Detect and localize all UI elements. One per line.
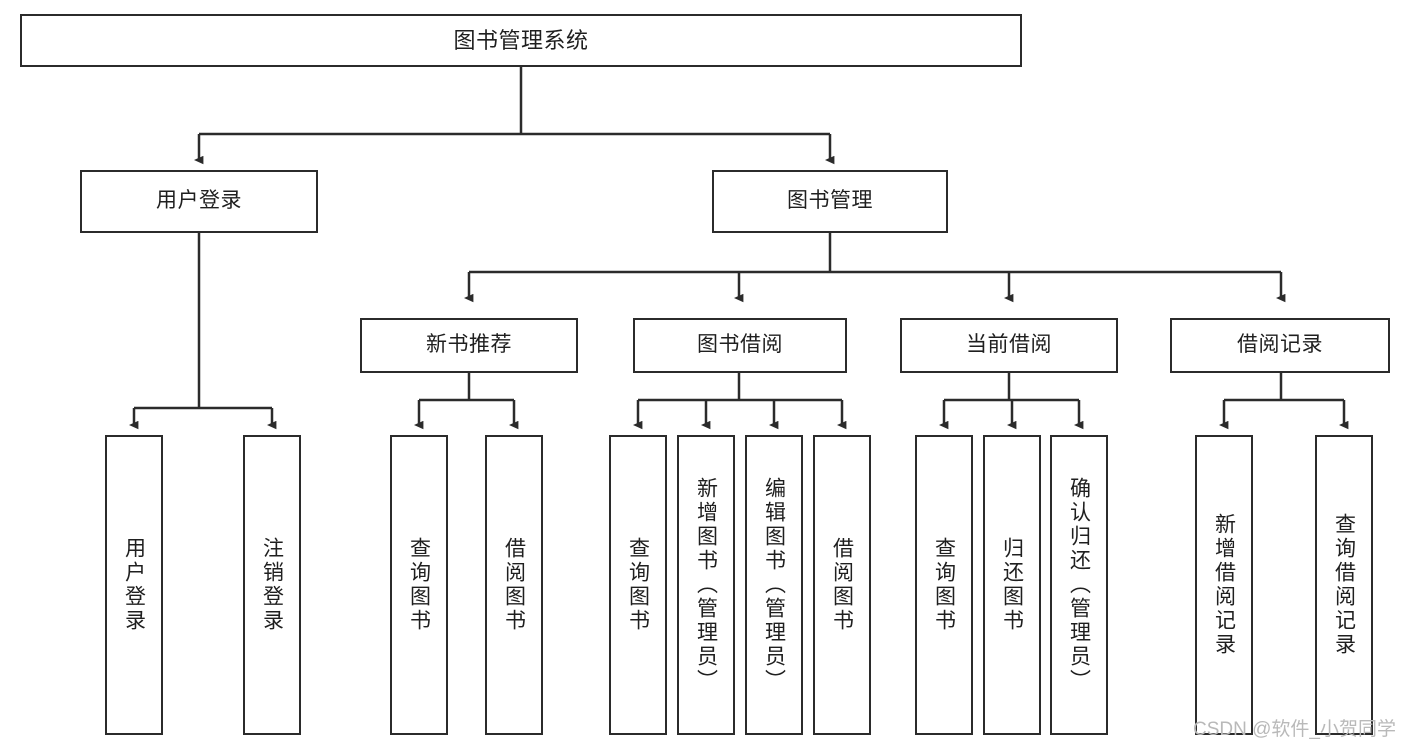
leaf-borrow-query-book-label: 查询图书: [626, 537, 650, 633]
leaf-new-book-borrow-label: 借阅图书: [502, 537, 526, 633]
node-new-book-recommend-label: 新书推荐: [426, 333, 512, 357]
leaf-new-book-borrow[interactable]: 借阅图书: [485, 435, 543, 735]
leaf-add-borrow-record[interactable]: 新增借阅记录: [1195, 435, 1253, 735]
node-book-management-label: 图书管理: [787, 189, 873, 213]
leaf-user-login-label: 用户登录: [122, 537, 146, 633]
leaf-edit-book-admin-label: 编辑图书（管理员）: [762, 477, 786, 693]
leaf-current-query-book[interactable]: 查询图书: [915, 435, 973, 735]
leaf-add-borrow-record-label: 新增借阅记录: [1212, 513, 1236, 657]
node-book-borrow[interactable]: 图书借阅: [633, 318, 847, 373]
leaf-borrow-query-book[interactable]: 查询图书: [609, 435, 667, 735]
node-current-borrow[interactable]: 当前借阅: [900, 318, 1118, 373]
leaf-borrow-book[interactable]: 借阅图书: [813, 435, 871, 735]
leaf-current-query-book-label: 查询图书: [932, 537, 956, 633]
node-borrow-record-label: 借阅记录: [1237, 333, 1323, 357]
leaf-return-book[interactable]: 归还图书: [983, 435, 1041, 735]
node-user-login-label: 用户登录: [156, 189, 242, 213]
leaf-query-borrow-record-label: 查询借阅记录: [1332, 513, 1356, 657]
node-borrow-record[interactable]: 借阅记录: [1170, 318, 1390, 373]
leaf-confirm-return-admin[interactable]: 确认归还（管理员）: [1050, 435, 1108, 735]
leaf-confirm-return-admin-label: 确认归还（管理员）: [1067, 477, 1091, 693]
node-book-management[interactable]: 图书管理: [712, 170, 948, 233]
node-user-login[interactable]: 用户登录: [80, 170, 318, 233]
leaf-return-book-label: 归还图书: [1000, 537, 1024, 633]
leaf-borrow-book-label: 借阅图书: [830, 537, 854, 633]
node-root[interactable]: 图书管理系统: [20, 14, 1022, 67]
leaf-logout[interactable]: 注销登录: [243, 435, 301, 735]
leaf-user-login[interactable]: 用户登录: [105, 435, 163, 735]
leaf-query-borrow-record[interactable]: 查询借阅记录: [1315, 435, 1373, 735]
node-root-label: 图书管理系统: [453, 27, 589, 53]
node-book-borrow-label: 图书借阅: [697, 333, 783, 357]
leaf-new-book-query-label: 查询图书: [407, 537, 431, 633]
node-new-book-recommend[interactable]: 新书推荐: [360, 318, 578, 373]
leaf-add-book-admin[interactable]: 新增图书（管理员）: [677, 435, 735, 735]
node-current-borrow-label: 当前借阅: [966, 333, 1052, 357]
leaf-logout-label: 注销登录: [260, 537, 284, 633]
leaf-edit-book-admin[interactable]: 编辑图书（管理员）: [745, 435, 803, 735]
csdn-watermark: CSDN @软件_小贺同学: [1193, 719, 1396, 740]
leaf-new-book-query[interactable]: 查询图书: [390, 435, 448, 735]
leaf-add-book-admin-label: 新增图书（管理员）: [694, 477, 718, 693]
